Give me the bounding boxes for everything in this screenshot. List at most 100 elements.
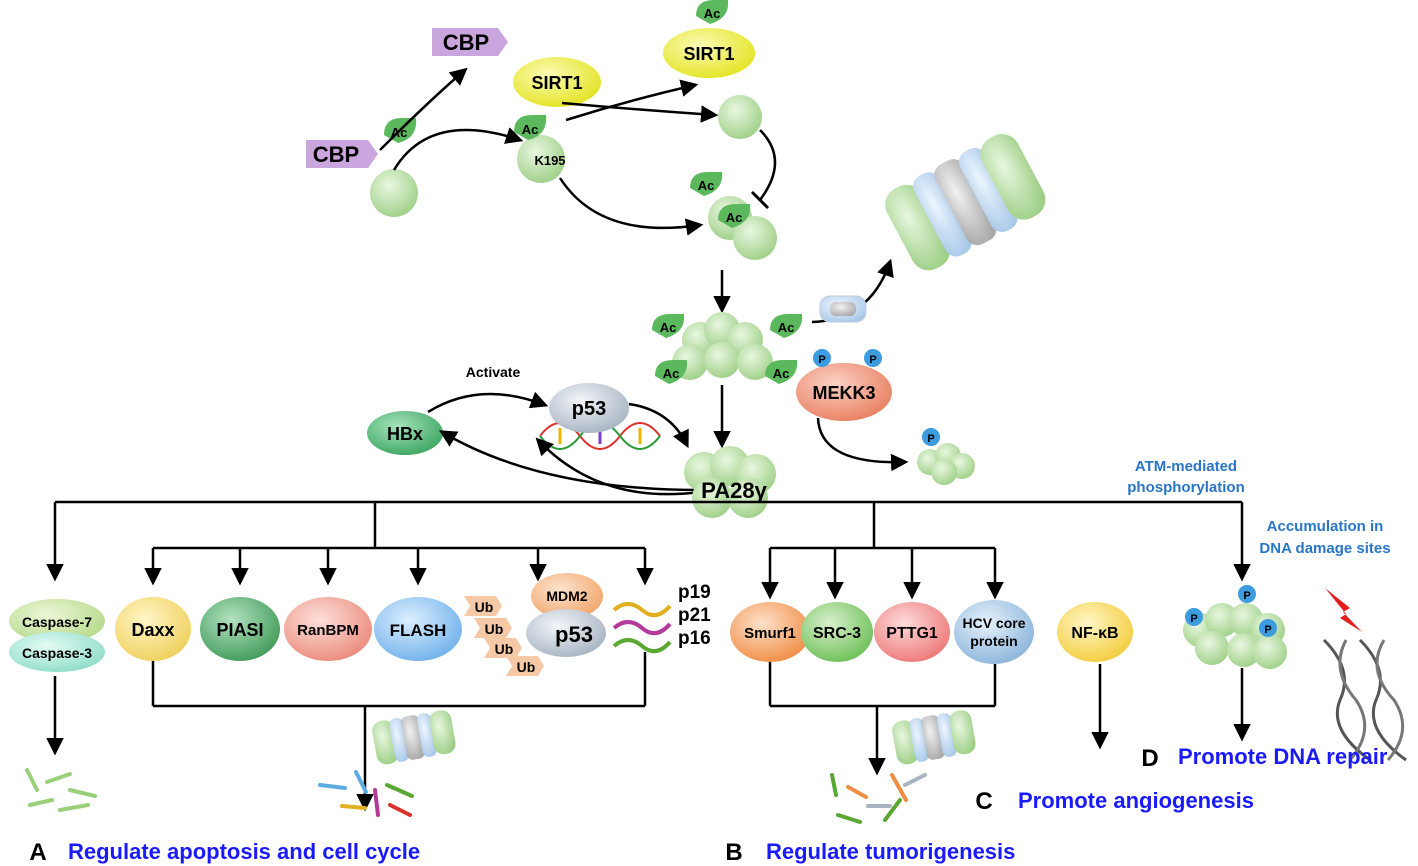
phospho-mekk3-2 [864, 349, 882, 367]
p16-strand [612, 638, 672, 654]
cbp-left-tag: CBP [306, 140, 378, 168]
hbx-label: HBx [387, 424, 423, 444]
flash [374, 597, 462, 661]
piasi [200, 597, 280, 661]
acetylated-dimer: Ac Ac [690, 172, 777, 260]
mdm2-label: MDM2 [546, 588, 587, 604]
pa28g-monomer [370, 169, 418, 217]
smurf1 [730, 602, 810, 662]
pa28g-label: PA28γ [701, 478, 767, 503]
svg-text:P: P [1243, 590, 1250, 602]
atm-label-2: phosphorylation [1127, 479, 1245, 496]
caspase-3 [9, 632, 105, 672]
p19-label: p19 [678, 582, 711, 603]
small-proteasome [819, 295, 867, 323]
svg-text:Ac: Ac [773, 366, 790, 381]
daxx [115, 597, 191, 661]
smurf1-label: Smurf1 [744, 625, 796, 642]
ac-tag-k195: Ac [514, 115, 547, 140]
mekk3 [796, 363, 892, 421]
atm-label-1: ATM-mediated [1135, 458, 1237, 475]
damaged-dna-icon [1322, 638, 1407, 762]
svg-text:Ub: Ub [495, 641, 514, 657]
outcome-c-text: Promote angiogenesis [1018, 788, 1254, 813]
flash-label: FLASH [390, 621, 447, 640]
mekk3-label: MEKK3 [812, 383, 875, 403]
svg-text:Ub: Ub [485, 621, 504, 637]
k195-label: K195 [534, 153, 565, 168]
caspase-7-label: Caspase-7 [22, 614, 92, 630]
ac-tag-sirt1: Ac [696, 0, 729, 24]
inhibition-line [758, 129, 777, 201]
outcome-a-letter: A [29, 839, 46, 866]
outcome-b-letter: B [725, 839, 742, 866]
caspase-3-label: Caspase-3 [22, 645, 92, 661]
sirt1-top-label: SIRT1 [683, 44, 734, 64]
svg-text:Ac: Ac [726, 210, 743, 225]
cbp-top-tag: CBP [432, 28, 508, 56]
daxx-label: Daxx [131, 620, 174, 640]
svg-text:Ac: Ac [704, 6, 721, 21]
phospho-pa28g-small: P [917, 428, 975, 485]
activate-label: Activate [466, 364, 521, 380]
pa28g-proteasome-complex [885, 134, 1046, 271]
svg-text:Ac: Ac [663, 366, 680, 381]
nf-kb [1057, 602, 1133, 662]
ranbpm [284, 597, 372, 661]
hcv-core-protein [954, 600, 1034, 664]
svg-text:Ac: Ac [522, 122, 539, 137]
ranbpm-label: RanBPM [297, 622, 359, 639]
hbx [367, 411, 443, 455]
cbp-top-label: CBP [443, 30, 489, 55]
pttg1 [874, 602, 950, 662]
degraded-fragments-a [318, 770, 414, 817]
p21-strand [612, 620, 672, 636]
outcome-c-letter: C [975, 788, 992, 815]
lightning-icon [1325, 588, 1362, 632]
sirt1 [513, 57, 601, 107]
svg-text:P: P [1190, 613, 1197, 625]
outcome-b-text: Regulate tumorigenesis [766, 839, 1015, 864]
p19-strand [612, 602, 672, 618]
sirt1-label: SIRT1 [531, 73, 582, 93]
accumulation-label-1: Accumulation in [1267, 518, 1384, 535]
p53 [549, 383, 629, 433]
outcome-d-text: Promote DNA repair [1178, 744, 1388, 769]
svg-text:P: P [869, 354, 876, 366]
piasi-label: PIASI [216, 620, 263, 640]
svg-text:Ub: Ub [517, 659, 536, 675]
pa28g-center [684, 446, 776, 518]
svg-text:Ac: Ac [698, 178, 715, 193]
svg-text:Ac: Ac [778, 320, 795, 335]
accumulation-label-2: DNA damage sites [1259, 540, 1390, 557]
svg-text:Ac: Ac [660, 320, 677, 335]
pttg1-label: PTTG1 [886, 625, 938, 642]
hcv-label-2: protein [970, 633, 1017, 649]
arrow-sirt1-deacetylate [561, 101, 719, 123]
ubiquitin-chain: Ub Ub Ub Ub [464, 596, 544, 676]
p16-label: p16 [678, 628, 711, 649]
src-3-label: SRC-3 [813, 625, 861, 642]
p21-label: p21 [678, 605, 711, 626]
p53-mdm2 [526, 609, 606, 657]
svg-text:P: P [1264, 624, 1271, 636]
arrow-to-sirt1-ac [565, 79, 699, 122]
arrow-cbp-up [379, 67, 468, 151]
nf-kb-label: NF-κB [1071, 625, 1118, 642]
caspase-7 [9, 599, 105, 643]
arrow-to-dimer [558, 177, 704, 236]
k195-monomer [517, 135, 565, 183]
src-3 [801, 602, 873, 662]
phospho-mekk3-1 [813, 349, 831, 367]
sirt1-acetylated [663, 28, 755, 78]
proteasome-b [892, 710, 976, 765]
hcv-label-1: HCV core [962, 615, 1025, 631]
phospho-pa28g-cluster: P P P [1183, 585, 1287, 669]
svg-text:Ub: Ub [475, 599, 494, 615]
proteasome-a [372, 710, 456, 765]
p53-mdm2-label: p53 [555, 622, 593, 647]
outcome-d-letter: D [1141, 745, 1158, 772]
acetylated-heptamer: Ac Ac Ac Ac [652, 312, 803, 384]
cbp-left-label: CBP [313, 142, 359, 167]
